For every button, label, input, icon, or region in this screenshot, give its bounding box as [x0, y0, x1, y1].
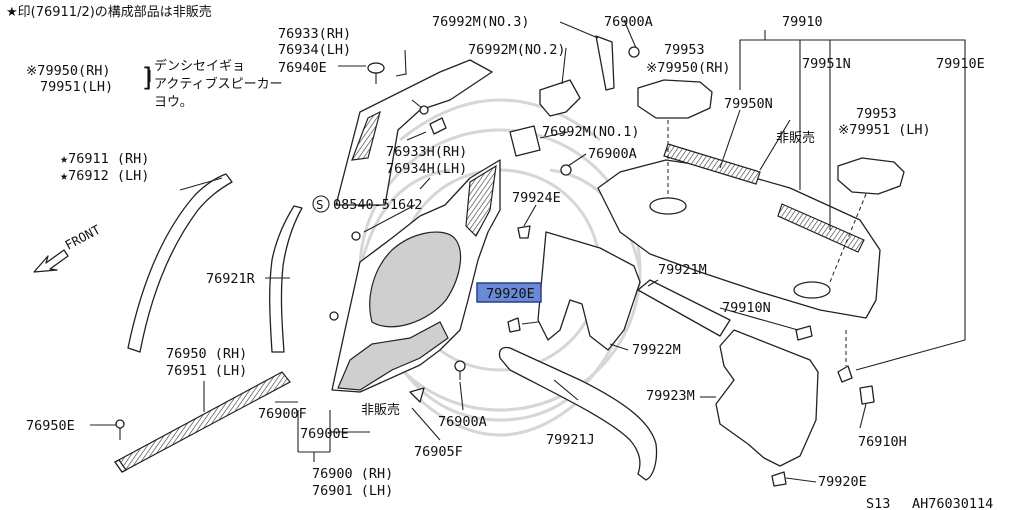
- label-76900f: 76900F: [258, 406, 307, 422]
- label-76900a-top: 76900A: [604, 14, 653, 30]
- label-79921j: 79921J: [546, 432, 595, 448]
- s-circle-icon: [312, 195, 330, 213]
- bracket-76992m-2[interactable]: [539, 79, 581, 117]
- label-76910h: 76910H: [858, 434, 907, 450]
- label-76992m-3: 76992M(NO.3): [432, 14, 530, 30]
- label-79950n: 79950N: [724, 96, 773, 112]
- lower-trim-piece[interactable]: [337, 321, 449, 391]
- label-76992m-2: 76992M(NO.2): [468, 42, 566, 58]
- label-76940e: 76940E: [278, 60, 327, 76]
- label-76992m-1: 76992M(NO.1): [542, 124, 640, 140]
- label-79910: 79910: [782, 14, 823, 30]
- label-76934-lh: 76934(LH): [278, 42, 351, 58]
- clip-76905f[interactable]: [409, 387, 425, 403]
- speaker-cover-79953-lh[interactable]: [837, 157, 905, 195]
- label-76950-rh: 76950 (RH): [166, 346, 247, 362]
- label-79950-rh: ※79950(RH): [26, 63, 110, 79]
- trim-79921m[interactable]: [637, 279, 731, 337]
- label-79951-lh: 79951(LH): [40, 79, 113, 95]
- bracket-76992m-1[interactable]: [509, 125, 541, 157]
- bracket-76992m-3[interactable]: [595, 35, 615, 91]
- footer-code: AH76030114: [912, 496, 993, 510]
- rear-parcel-shelf-79910[interactable]: [597, 143, 881, 319]
- label-79920e-selected[interactable]: 79920E: [486, 286, 535, 302]
- header-note: ★印(76911/2)の構成部品は非販売: [6, 4, 212, 20]
- front-arrow-icon: [33, 249, 69, 273]
- quarter-trim-76900[interactable]: [331, 159, 501, 393]
- clip-79920e-bottom[interactable]: [771, 471, 787, 487]
- label-76900a-mid: 76900A: [588, 146, 637, 162]
- s-circle-letter: S: [316, 197, 324, 212]
- label-79910e: 79910E: [936, 56, 985, 72]
- dash-speaker-lh: [829, 193, 867, 283]
- clip-76900a-lower[interactable]: [454, 360, 466, 380]
- screw-08540[interactable]: [411, 99, 429, 115]
- label-not-sold-2: 非販売: [776, 130, 815, 146]
- label-79953-mid: 79953: [856, 106, 897, 122]
- label-76900-rh: 76900 (RH): [312, 466, 393, 482]
- label-79923m: 79923M: [646, 388, 695, 404]
- speaker-note-line1: デンシセイギョ: [154, 58, 245, 74]
- clip-76940e[interactable]: [367, 62, 385, 84]
- front-label: FRONT: [62, 222, 103, 253]
- label-79950-rh-top: ※79950(RH): [646, 60, 730, 76]
- label-76901-lh: 76901 (LH): [312, 483, 393, 499]
- nut-76900a-top[interactable]: [628, 46, 640, 58]
- cap-76933h[interactable]: [429, 117, 447, 135]
- leader-lines: [90, 19, 966, 483]
- a-pillar-garnish-76911[interactable]: [127, 173, 233, 353]
- label-76933h-rh: 76933H(RH): [386, 144, 467, 160]
- label-76921r: 76921R: [206, 271, 256, 287]
- weatherstrip-79921j[interactable]: [498, 346, 658, 481]
- trim-79923m[interactable]: [715, 329, 819, 467]
- clip-79910n[interactable]: [795, 325, 813, 341]
- label-76951-lh: 76951 (LH): [166, 363, 247, 379]
- speaker-note-line2: アクティブスピーカー: [154, 76, 283, 92]
- label-not-sold-1: 非販売: [361, 402, 400, 418]
- label-79953-top: 79953: [664, 42, 705, 58]
- label-76934h-lh: 76934H(LH): [386, 161, 467, 177]
- kicking-plate-76950[interactable]: [114, 371, 291, 473]
- nut-76900a-mid[interactable]: [560, 164, 572, 176]
- trim-79922m[interactable]: [537, 231, 641, 351]
- label-76911-rh: ★76911 (RH): [60, 151, 149, 167]
- speaker-cover-79953-rh[interactable]: [637, 79, 713, 119]
- label-76900a-lower: 76900A: [438, 414, 487, 430]
- clip-76910h[interactable]: [837, 365, 875, 405]
- label-79951-lh-mid: ※79951 (LH): [838, 122, 931, 138]
- clip-76900f[interactable]: [329, 231, 361, 321]
- label-76950e: 76950E: [26, 418, 75, 434]
- label-79920e-bottom: 79920E: [818, 474, 867, 490]
- label-08540-51642: 08540-51642: [333, 197, 422, 213]
- selection-highlight[interactable]: [476, 282, 542, 303]
- a-pillar-trim-76921r[interactable]: [269, 205, 303, 353]
- label-79924e: 79924E: [512, 190, 561, 206]
- clip-79924e[interactable]: [517, 225, 531, 239]
- label-79921m: 79921M: [658, 262, 707, 278]
- footer-model: S13: [866, 496, 890, 510]
- label-79951n: 79951N: [802, 56, 851, 72]
- label-76905f: 76905F: [414, 444, 463, 460]
- speaker-note-line3: ヨウ。: [154, 95, 193, 110]
- label-76933-rh: 76933(RH): [278, 26, 351, 42]
- label-79910n: 79910N: [722, 300, 771, 316]
- upper-pillar-trim-76933[interactable]: [335, 59, 493, 206]
- clip-76950e[interactable]: [115, 419, 125, 440]
- label-76900e: 76900E: [300, 426, 349, 442]
- label-76912-lh: ★76912 (LH): [60, 168, 149, 184]
- bracket-brace: ]: [140, 63, 156, 93]
- label-79922m: 79922M: [632, 342, 681, 358]
